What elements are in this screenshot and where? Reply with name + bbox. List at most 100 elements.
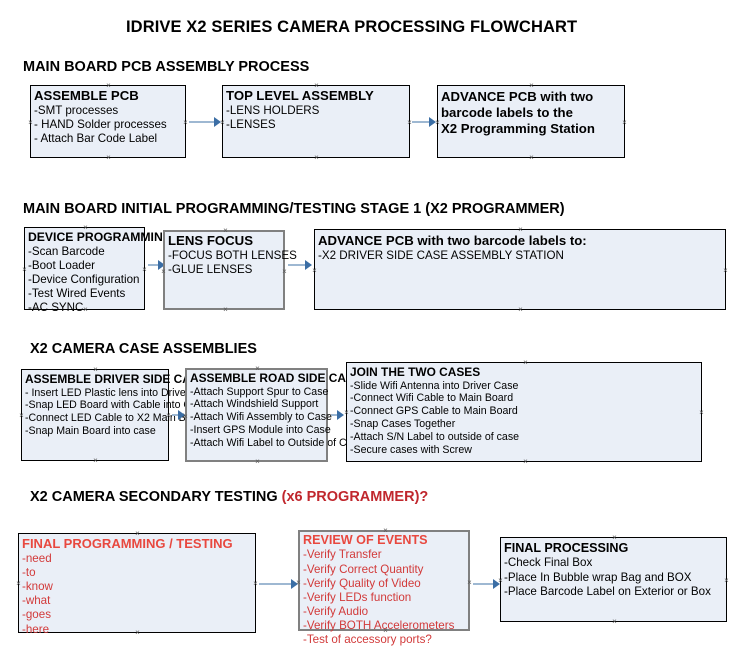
connection-handle[interactable] — [222, 306, 229, 313]
process-box-device-programming[interactable]: DEVICE PROGRAMMING -Scan Barcode -Boot L… — [21, 227, 173, 314]
connection-handle[interactable] — [18, 412, 25, 419]
connection-handle[interactable] — [311, 267, 318, 274]
connector-arrow — [172, 414, 180, 416]
box-item: -Verify LEDs function — [303, 590, 412, 604]
connection-handle[interactable] — [21, 266, 28, 273]
connection-handle[interactable] — [528, 154, 535, 161]
box-item: -Verify Audio — [303, 604, 369, 618]
box-item: -Insert GPS Module into Case — [190, 424, 331, 437]
box-header: TOP LEVEL ASSEMBLY — [226, 88, 374, 103]
process-box-lens-focus[interactable]: LENS FOCUS -FOCUS BOTH LENSES -GLUE LENS… — [163, 230, 297, 313]
connector-arrow — [288, 264, 306, 266]
box-item: -Snap LED Board with Cable into Case — [25, 399, 209, 412]
section-heading-1: MAIN BOARD PCB ASSEMBLY PROCESS — [23, 59, 310, 75]
connection-handle[interactable] — [698, 409, 705, 416]
box-item: -Slide Wifi Antenna into Driver Case — [350, 379, 519, 392]
box-item: -X2 DRIVER SIDE CASE ASSEMBLY STATION — [318, 249, 564, 263]
box-item: -to — [22, 566, 36, 579]
connection-handle[interactable] — [27, 119, 34, 126]
box-item: -here — [22, 622, 50, 636]
connection-handle[interactable] — [281, 268, 288, 275]
connection-handle[interactable] — [517, 306, 524, 313]
box-item: -Test Wired Events — [28, 287, 126, 301]
box-header: ADVANCE PCB with two — [441, 89, 594, 104]
connection-handle[interactable] — [522, 458, 529, 465]
box-header: DEVICE PROGRAMMING — [28, 230, 173, 244]
box-item: - HAND Solder processes — [34, 118, 167, 132]
connection-handle[interactable] — [343, 409, 350, 416]
process-box-final-processing[interactable]: FINAL PROCESSING -Check Final Box -Place… — [500, 537, 727, 622]
box-item: -LENS HOLDERS — [226, 104, 320, 118]
connection-handle[interactable] — [92, 457, 99, 464]
box-item: - Attach Bar Code Label — [34, 132, 158, 146]
section-heading-2: MAIN BOARD INITIAL PROGRAMMING/TESTING S… — [23, 201, 565, 217]
connection-handle[interactable] — [252, 580, 259, 587]
connection-handle[interactable] — [466, 579, 473, 586]
box-header: ADVANCE PCB with two barcode labels to: — [318, 233, 587, 248]
connection-handle[interactable] — [105, 154, 112, 161]
box-item: -Place In Bubble wrap Bag and BOX — [504, 570, 692, 584]
process-box-assemble-road-side-case[interactable]: ASSEMBLE ROAD SIDE CASE -Attach Support … — [185, 368, 364, 465]
connection-handle[interactable] — [254, 458, 261, 465]
box-item: -SMT processes — [34, 104, 119, 118]
connector-arrow — [189, 121, 215, 123]
process-box-assemble-driver-side-case[interactable]: ASSEMBLE DRIVER SIDE CASE - Insert LED P… — [18, 369, 217, 464]
box-item: -Device Configuration — [28, 273, 140, 287]
section-heading-4-text: X2 CAMERA SECONDARY TESTING — [30, 489, 282, 505]
box-item: -Verify Quality of Video — [303, 576, 421, 590]
box-item: -Snap Main Board into case — [25, 425, 156, 438]
box-header: LENS FOCUS — [168, 233, 253, 248]
connector-arrow — [148, 264, 160, 266]
box-item: -LENSES — [226, 118, 276, 132]
box-header: ASSEMBLE ROAD SIDE CASE — [190, 371, 362, 385]
box-item: -Verify BOTH Accelerometers — [303, 619, 455, 633]
box-item: -Scan Barcode — [28, 244, 105, 258]
arrowhead-icon — [305, 260, 312, 270]
box-item: -Connect GPS Cable to Main Board — [350, 405, 518, 418]
section-heading-3: X2 CAMERA CASE ASSEMBLIES — [30, 341, 257, 357]
connector-arrow — [331, 414, 339, 416]
connection-handle[interactable] — [528, 82, 535, 89]
process-box-review-of-events[interactable]: REVIEW OF EVENTS -Verify Transfer -Verif… — [298, 530, 473, 646]
process-box-final-programming-testing[interactable]: FINAL PROGRAMMING / TESTING -need -to -k… — [15, 533, 259, 636]
page-title: IDRIVE X2 SERIES CAMERA PROCESSING FLOWC… — [126, 18, 578, 36]
connection-handle[interactable] — [141, 266, 148, 273]
box-item: -Verify Transfer — [303, 548, 382, 562]
box-item: -Attach Wifi Assembly to Case — [190, 411, 332, 424]
box-item: -Check Final Box — [504, 556, 593, 570]
box-header: ASSEMBLE PCB — [34, 88, 139, 103]
process-box-advance-pcb-driver-station[interactable]: ADVANCE PCB with two barcode labels to: … — [314, 229, 726, 310]
arrowhead-icon — [291, 579, 298, 589]
box-item: -know — [22, 580, 53, 594]
connector-arrow — [473, 583, 495, 585]
box-header: JOIN THE TWO CASES — [350, 365, 481, 379]
connection-handle[interactable] — [182, 119, 189, 126]
process-box-join-the-two-cases[interactable]: JOIN THE TWO CASES -Slide Wifi Antenna i… — [346, 362, 702, 462]
box-item: -Snap Cases Together — [350, 418, 456, 431]
process-box-assemble-pcb[interactable]: ASSEMBLE PCB -SMT processes - HAND Solde… — [30, 85, 186, 158]
box-item: -Boot Loader — [28, 259, 96, 273]
box-item: -AC SYNC — [28, 301, 84, 315]
connection-handle[interactable] — [313, 154, 320, 161]
box-item: -Attach Support Spur to Case — [190, 385, 329, 398]
box-item: -Verify Correct Quantity — [303, 562, 424, 576]
process-box-top-level-assembly[interactable]: TOP LEVEL ASSEMBLY -LENS HOLDERS -LENSES — [222, 85, 410, 158]
box-item: -Attach Wifi Label to Outside of Case — [190, 437, 364, 450]
section-heading-4-accent: (x6 PROGRAMMER)? — [281, 489, 429, 505]
connection-handle[interactable] — [621, 119, 628, 126]
box-item: - Insert LED Plastic lens into Driver Ca… — [25, 386, 217, 399]
connection-handle[interactable] — [15, 580, 22, 587]
connection-handle[interactable] — [723, 577, 730, 584]
process-box-advance-pcb-station[interactable]: ADVANCE PCB with two barcode labels to t… — [437, 85, 625, 158]
arrowhead-icon — [429, 117, 436, 127]
section-heading-4: X2 CAMERA SECONDARY TESTING (x6 PROGRAMM… — [30, 489, 428, 505]
connection-handle[interactable] — [722, 267, 729, 274]
box-header-line2: barcode labels to the — [441, 105, 573, 121]
box-header-line3: X2 Programming Station — [441, 121, 595, 137]
box-item: -need — [22, 551, 52, 565]
arrowhead-icon — [493, 579, 500, 589]
connection-handle[interactable] — [611, 618, 618, 625]
connection-handle[interactable] — [611, 534, 618, 541]
connection-handle[interactable] — [517, 226, 524, 233]
